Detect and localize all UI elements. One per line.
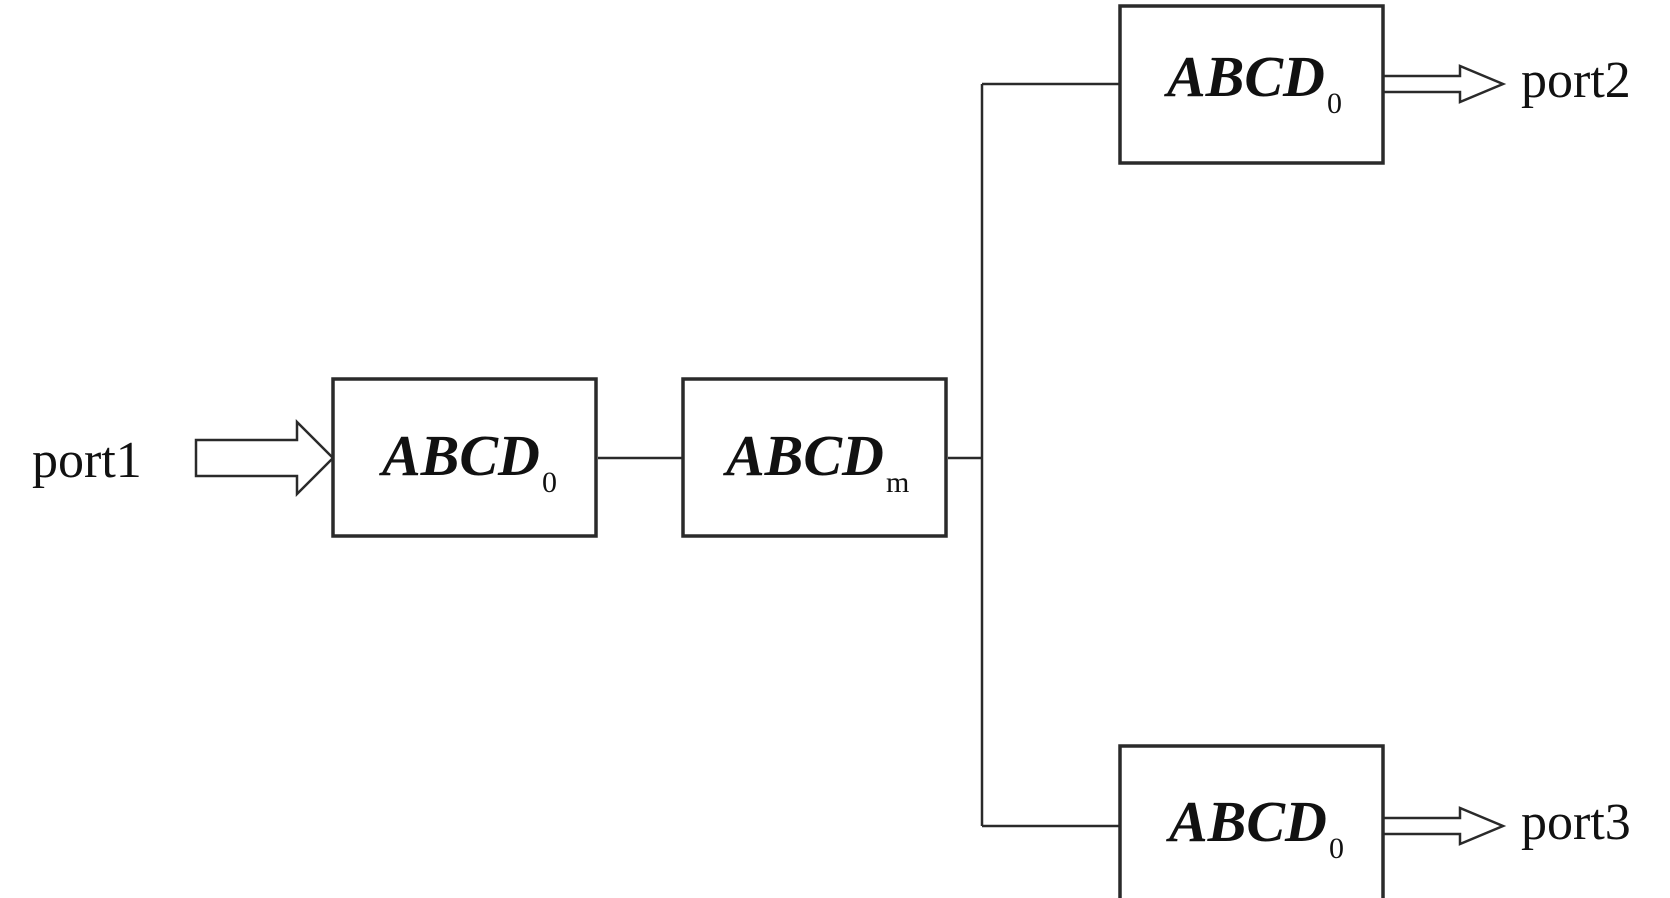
input-block-label: ABCD0: [379, 423, 557, 499]
connection-wires: [598, 82, 1120, 828]
upper-block-border: [1118, 4, 1385, 165]
middle-block-subscript: m: [886, 466, 909, 499]
upper-block-label: ABCD0: [1164, 44, 1342, 120]
lower-block-border: [1118, 744, 1385, 898]
middle-block-label: ABCDm: [723, 423, 909, 499]
port1-input-arrow: [194, 418, 335, 498]
lower-block-main-text: ABCD: [1166, 789, 1327, 854]
upper-output-abcd-block: ABCD0: [1118, 4, 1385, 165]
upper-block-main-text: ABCD: [1164, 44, 1325, 109]
port3-output-arrow: [1381, 806, 1507, 846]
lower-output-abcd-block: ABCD0: [1118, 744, 1385, 898]
lower-block-label: ABCD0: [1166, 789, 1344, 865]
port2-label: port2: [1521, 52, 1631, 109]
middle-block-main-text: ABCD: [723, 423, 884, 488]
input-block-main-text: ABCD: [379, 423, 540, 488]
upper-block-subscript: 0: [1327, 87, 1342, 120]
input-block-subscript: 0: [542, 466, 557, 499]
port1-label: port1: [32, 432, 142, 489]
middle-abcd-block: ABCDm: [681, 377, 948, 538]
middle-block-border: [681, 377, 948, 538]
input-block-border: [331, 377, 598, 538]
lower-block-subscript: 0: [1329, 832, 1344, 865]
port2-output-arrow: [1381, 64, 1507, 104]
input-abcd-block: ABCD0: [331, 377, 598, 538]
port3-label: port3: [1521, 794, 1631, 851]
